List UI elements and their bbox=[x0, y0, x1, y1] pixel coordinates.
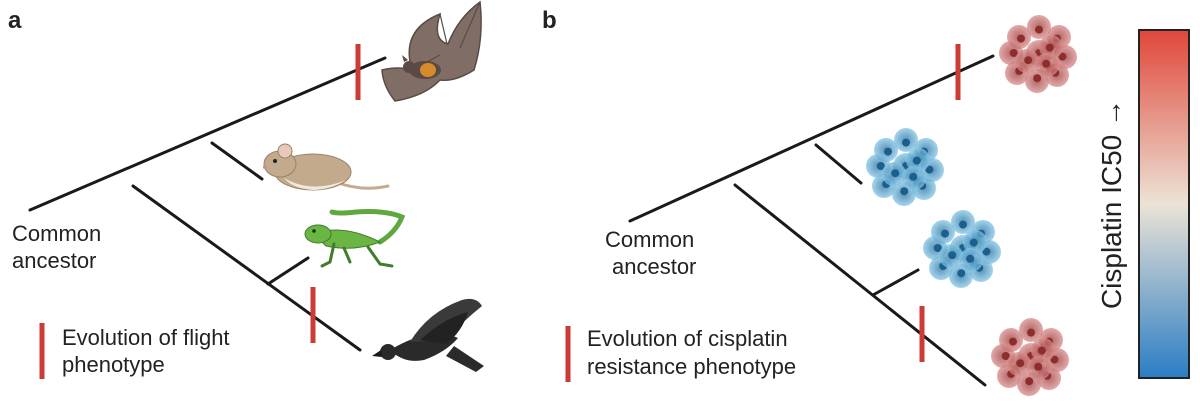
cell-cluster-lower-middle bbox=[923, 210, 1001, 288]
legend-a-line2: phenotype bbox=[62, 352, 165, 377]
cell-cluster-bottom bbox=[991, 318, 1069, 396]
tree-b-root-to-bottom-branch bbox=[733, 183, 987, 387]
panel-b: b Common ancestor Evolution of cisplatin… bbox=[542, 7, 1190, 396]
cell-nucleus bbox=[1009, 337, 1017, 346]
cell-nucleus bbox=[1058, 52, 1067, 61]
cell-nucleus bbox=[957, 269, 966, 278]
bat-icon bbox=[381, 0, 482, 102]
tree-b-upper-middle-branch bbox=[814, 143, 863, 185]
cell-nucleus bbox=[1045, 43, 1054, 52]
cell-nucleus bbox=[884, 147, 892, 156]
cell-nucleus bbox=[966, 254, 975, 263]
cell-nucleus bbox=[1050, 355, 1059, 364]
lizard-icon bbox=[304, 209, 406, 268]
colorbar-gradient bbox=[1138, 29, 1190, 379]
cell-nucleus bbox=[900, 187, 909, 196]
cell-nucleus bbox=[1037, 346, 1046, 355]
panel-b-letter: b bbox=[542, 7, 557, 34]
cell-nucleus bbox=[1035, 25, 1043, 34]
cell-nucleus bbox=[925, 165, 934, 174]
tree-a-mouse-branch bbox=[210, 141, 264, 181]
cell-nucleus bbox=[891, 169, 900, 178]
cell-nucleus bbox=[1001, 352, 1010, 360]
cell-nucleus bbox=[1033, 74, 1042, 83]
cell-nucleus bbox=[912, 156, 921, 165]
cell-cluster-upper-middle bbox=[866, 128, 944, 206]
cell-nucleus bbox=[1025, 377, 1034, 386]
legend-a-line1: Evolution of flight bbox=[62, 325, 230, 350]
panel-a-tree bbox=[28, 44, 387, 352]
legend-b-line2: resistance phenotype bbox=[587, 354, 796, 379]
cell-nucleus bbox=[876, 162, 885, 170]
tree-a-root-to-bat-branch bbox=[28, 56, 387, 212]
root-label-a-line1: Common bbox=[12, 221, 101, 246]
panel-b-tree bbox=[628, 44, 995, 387]
colorbar: Cisplatin IC50 → bbox=[1096, 29, 1190, 379]
cell-nucleus bbox=[969, 238, 978, 247]
cell-nucleus bbox=[1016, 359, 1025, 368]
cell-nucleus bbox=[1042, 59, 1051, 68]
cell-nucleus bbox=[941, 229, 949, 238]
cell-nucleus bbox=[1034, 362, 1043, 371]
root-label-b-line2: ancestor bbox=[612, 254, 696, 279]
cell-nucleus bbox=[1024, 56, 1033, 65]
legend-b-line1: Evolution of cisplatin bbox=[587, 326, 788, 351]
cell-nucleus bbox=[1009, 49, 1018, 57]
cell-nucleus bbox=[902, 138, 910, 147]
tree-b-root-to-top-branch bbox=[628, 54, 995, 223]
colorbar-label: Cisplatin IC50 → bbox=[1096, 99, 1127, 309]
cell-nucleus bbox=[1017, 34, 1025, 43]
cell-nucleus bbox=[982, 247, 991, 256]
tree-b-lower-middle-branch bbox=[871, 268, 920, 297]
cell-nucleus bbox=[948, 251, 957, 260]
cell-cluster-top bbox=[999, 15, 1077, 93]
tree-a-root-to-bird-branch bbox=[131, 184, 362, 352]
panel-a-letter: a bbox=[8, 7, 22, 34]
panel-a: a Common ancestor Evolution of flight ph… bbox=[8, 0, 484, 379]
root-label-b-line1: Common bbox=[605, 227, 694, 252]
cell-nucleus bbox=[1027, 328, 1035, 337]
cell-nucleus bbox=[959, 220, 967, 229]
cell-nucleus bbox=[909, 172, 918, 181]
root-label-a-line2: ancestor bbox=[12, 248, 96, 273]
cell-nucleus bbox=[933, 244, 942, 252]
mouse-icon bbox=[263, 143, 390, 191]
tree-a-lizard-branch bbox=[266, 256, 310, 286]
bird-icon bbox=[372, 298, 484, 372]
